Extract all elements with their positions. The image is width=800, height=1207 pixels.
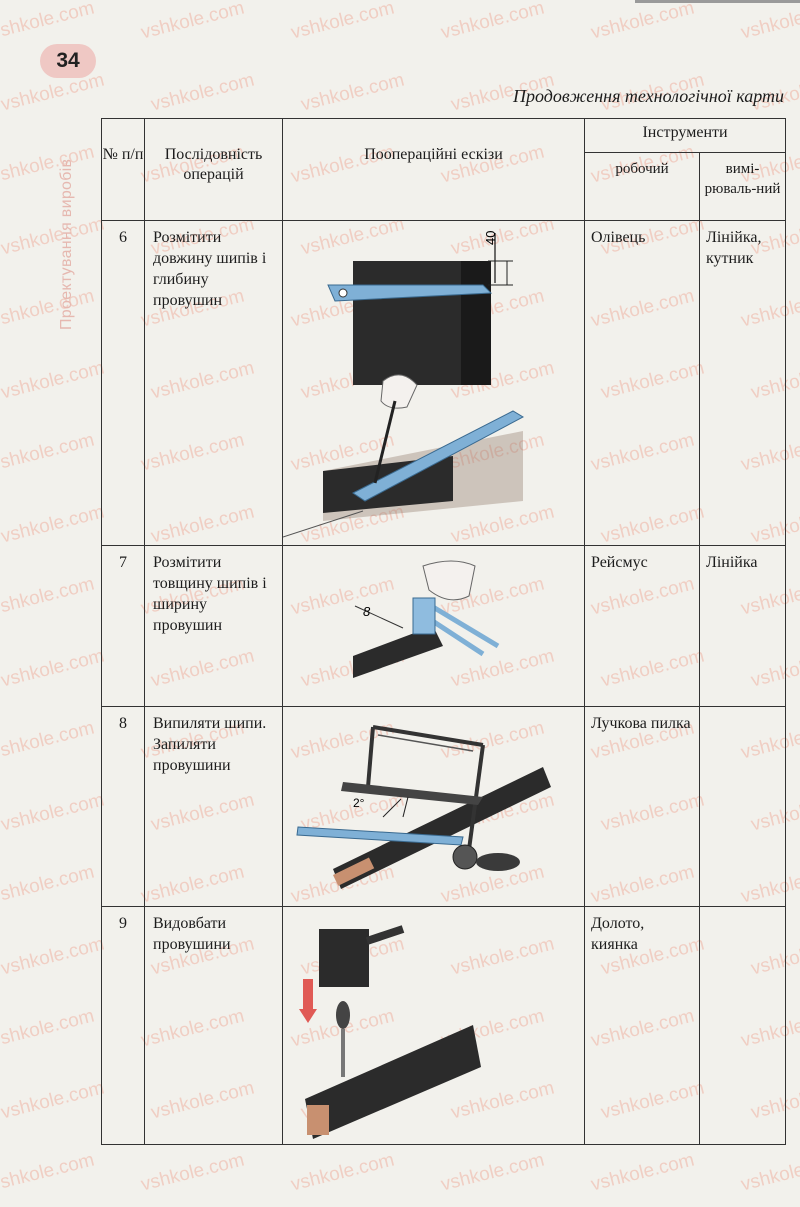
watermark-text: vshkole.com	[0, 717, 97, 764]
watermark-text: vshkole.com	[0, 861, 97, 908]
working-tool-text: Долото, киянка	[584, 906, 700, 1145]
chisel-handle	[336, 1001, 350, 1029]
technology-map-table: № п/п Послідовність операцій Поопераційн…	[101, 118, 787, 1145]
side-chapter-label: Проектування виробів	[58, 158, 75, 330]
dimension-label: 40	[483, 231, 498, 245]
table-row: 7 Розмітити товщину шипів і ширину прову…	[101, 545, 787, 707]
saw-frame-top	[372, 725, 484, 747]
measuring-tool-text: Лінійка, кутник	[698, 220, 787, 546]
mallet-handle	[365, 925, 405, 945]
measuring-tool-text: Лінійка	[698, 545, 787, 707]
gauge-block	[412, 597, 436, 635]
marking-gauge-sketch: 8	[353, 560, 500, 678]
saw-blade	[296, 826, 464, 846]
working-tool-text: Лучкова пилка	[584, 706, 700, 907]
row-number: 9	[101, 906, 145, 1145]
dimension-label: 2°	[353, 796, 365, 810]
bow-saw-sketch: 2°	[296, 725, 551, 889]
watermark-text: vshkole.com	[438, 1149, 547, 1196]
watermark-text: vshkole.com	[0, 141, 97, 188]
watermark-text: vshkole.com	[0, 501, 107, 548]
working-tool-text: Олівець	[584, 220, 700, 546]
chiseling-sketch	[299, 925, 481, 1139]
watermark-text: vshkole.com	[0, 573, 97, 620]
row-number: 7	[101, 545, 145, 707]
watermark-text: vshkole.com	[0, 1149, 97, 1196]
wood-block	[353, 626, 443, 678]
sketch-cell: 2°	[282, 706, 585, 907]
watermark-text: vshkole.com	[0, 429, 97, 476]
watermark-text: vshkole.com	[0, 0, 97, 44]
table-row: 6 Розмітити довжину шипів і глибину пров…	[101, 220, 787, 546]
header-measuring-tool: вимі-рюваль-ний	[698, 152, 787, 221]
sketch-cell	[282, 906, 585, 1145]
watermark-text: vshkole.com	[0, 1077, 107, 1124]
header-sequence: Послідовність операцій	[144, 118, 283, 221]
continuation-caption: Продовження технологічної карти	[513, 86, 784, 106]
watermark-text: vshkole.com	[138, 0, 247, 44]
handle-knob	[452, 844, 478, 870]
arrow-down-icon	[299, 979, 317, 1023]
watermark-text: vshkole.com	[0, 933, 107, 980]
wood-block	[353, 261, 463, 385]
watermark-text: vshkole.com	[738, 0, 800, 44]
header-number: № п/п	[101, 118, 145, 221]
table-row: 8 Випиляти шипи. Запиляти провушини 2° Л…	[101, 706, 787, 907]
watermark-text: vshkole.com	[0, 213, 107, 260]
row-number: 6	[101, 220, 145, 546]
watermark-text: vshkole.com	[288, 0, 397, 44]
watermark-text: vshkole.com	[738, 1149, 800, 1196]
header-tools: Інструменти	[583, 118, 787, 153]
sketch-cell: 8	[282, 545, 585, 707]
working-tool-text: Рейсмус	[584, 545, 700, 707]
watermark-text: vshkole.com	[138, 1149, 247, 1196]
watermark-text: vshkole.com	[288, 1149, 397, 1196]
operation-text: Випиляти шипи. Запиляти провушини	[144, 706, 283, 907]
wood-beam	[305, 1025, 481, 1139]
hand-icon	[422, 560, 476, 601]
saw-handle	[476, 853, 520, 871]
watermark-text: vshkole.com	[588, 1149, 697, 1196]
top-rule	[635, 0, 800, 3]
watermark-text: vshkole.com	[0, 789, 107, 836]
header-working-tool: робочий	[584, 152, 700, 221]
watermark-text: vshkole.com	[0, 1005, 97, 1052]
hand-icon	[380, 374, 418, 409]
wood-beam	[333, 767, 551, 889]
square-tool	[327, 284, 493, 302]
row-number: 8	[101, 706, 145, 907]
watermark-text: vshkole.com	[588, 0, 697, 44]
marking-length-sketch: 40	[283, 231, 525, 538]
operation-text: Розмітити товщину шипів і ширину провуши…	[144, 545, 283, 707]
operation-text: Розмітити довжину шипів і глибину провуш…	[144, 220, 283, 546]
measuring-tool-text	[698, 706, 787, 907]
measuring-tool-text	[698, 906, 787, 1145]
watermark-text: vshkole.com	[0, 645, 107, 692]
watermark-text: vshkole.com	[0, 357, 107, 404]
watermark-text: vshkole.com	[438, 0, 547, 44]
watermark-text: vshkole.com	[298, 69, 407, 116]
gauge-rod	[426, 601, 500, 649]
operation-text: Видовбати провушини	[144, 906, 283, 1145]
watermark-text: vshkole.com	[0, 285, 97, 332]
dimension-label: 8	[363, 604, 371, 619]
sketch-cell: 40	[282, 220, 585, 546]
ruler-tool	[352, 410, 525, 502]
header-sketches: Поопераційні ескізи	[282, 118, 585, 221]
page-number: 34	[40, 44, 96, 78]
pencil-icon	[373, 400, 397, 484]
mallet-head	[319, 929, 369, 987]
table-row: 9 Видовбати провушини Долото, киянка	[101, 906, 787, 1145]
watermark-text: vshkole.com	[148, 69, 257, 116]
